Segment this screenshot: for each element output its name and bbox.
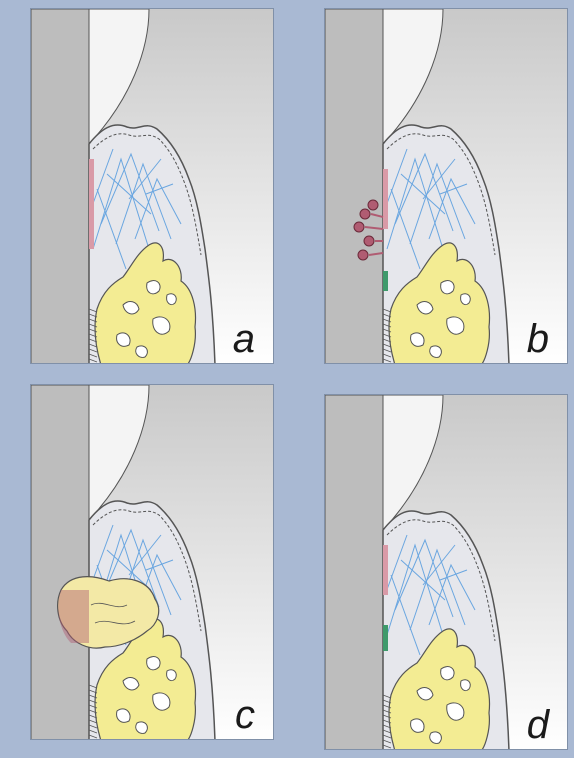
tooth-root — [325, 395, 383, 750]
marrow-space — [441, 667, 454, 680]
marrow-space — [430, 346, 442, 357]
lesion-nodule — [358, 250, 368, 260]
lesion-nodule — [360, 209, 370, 219]
panel-d: d — [324, 394, 568, 750]
marrow-space — [136, 722, 148, 733]
panel-label: b — [527, 319, 549, 359]
panel-b: b — [324, 8, 568, 364]
marrow-space — [147, 657, 160, 670]
panel-a: a — [30, 8, 274, 364]
sulcular-epithelium — [383, 545, 388, 595]
lesion-nodule — [364, 236, 374, 246]
marrow-space — [430, 732, 442, 743]
junctional-epithelium — [383, 625, 388, 651]
marrow-space — [461, 294, 471, 305]
marrow-space — [167, 294, 177, 305]
panel-label: d — [527, 705, 549, 745]
junctional-epithelium — [383, 271, 388, 291]
marrow-space — [411, 719, 424, 732]
tooth-root — [31, 385, 89, 740]
marrow-space — [136, 346, 148, 357]
tooth-root — [31, 9, 89, 364]
lesion-nodule — [368, 200, 378, 210]
periodontium-drawing — [31, 9, 274, 364]
marrow-space — [461, 680, 471, 691]
panel-label: c — [235, 695, 255, 735]
tooth-root — [325, 9, 383, 364]
periodontium-drawing — [31, 385, 274, 740]
lesion-nodule — [354, 222, 364, 232]
panel-label: a — [233, 319, 255, 359]
marrow-space — [441, 281, 454, 294]
marrow-space — [411, 333, 424, 346]
sulcular-epithelium — [89, 159, 94, 249]
marrow-space — [117, 709, 130, 722]
panel-c: c — [30, 384, 274, 740]
marrow-space — [147, 281, 160, 294]
periodontium-drawing — [325, 395, 568, 750]
periodontium-drawing — [325, 9, 568, 364]
marrow-space — [167, 670, 177, 681]
marrow-space — [117, 333, 130, 346]
sulcular-epithelium — [383, 169, 388, 229]
